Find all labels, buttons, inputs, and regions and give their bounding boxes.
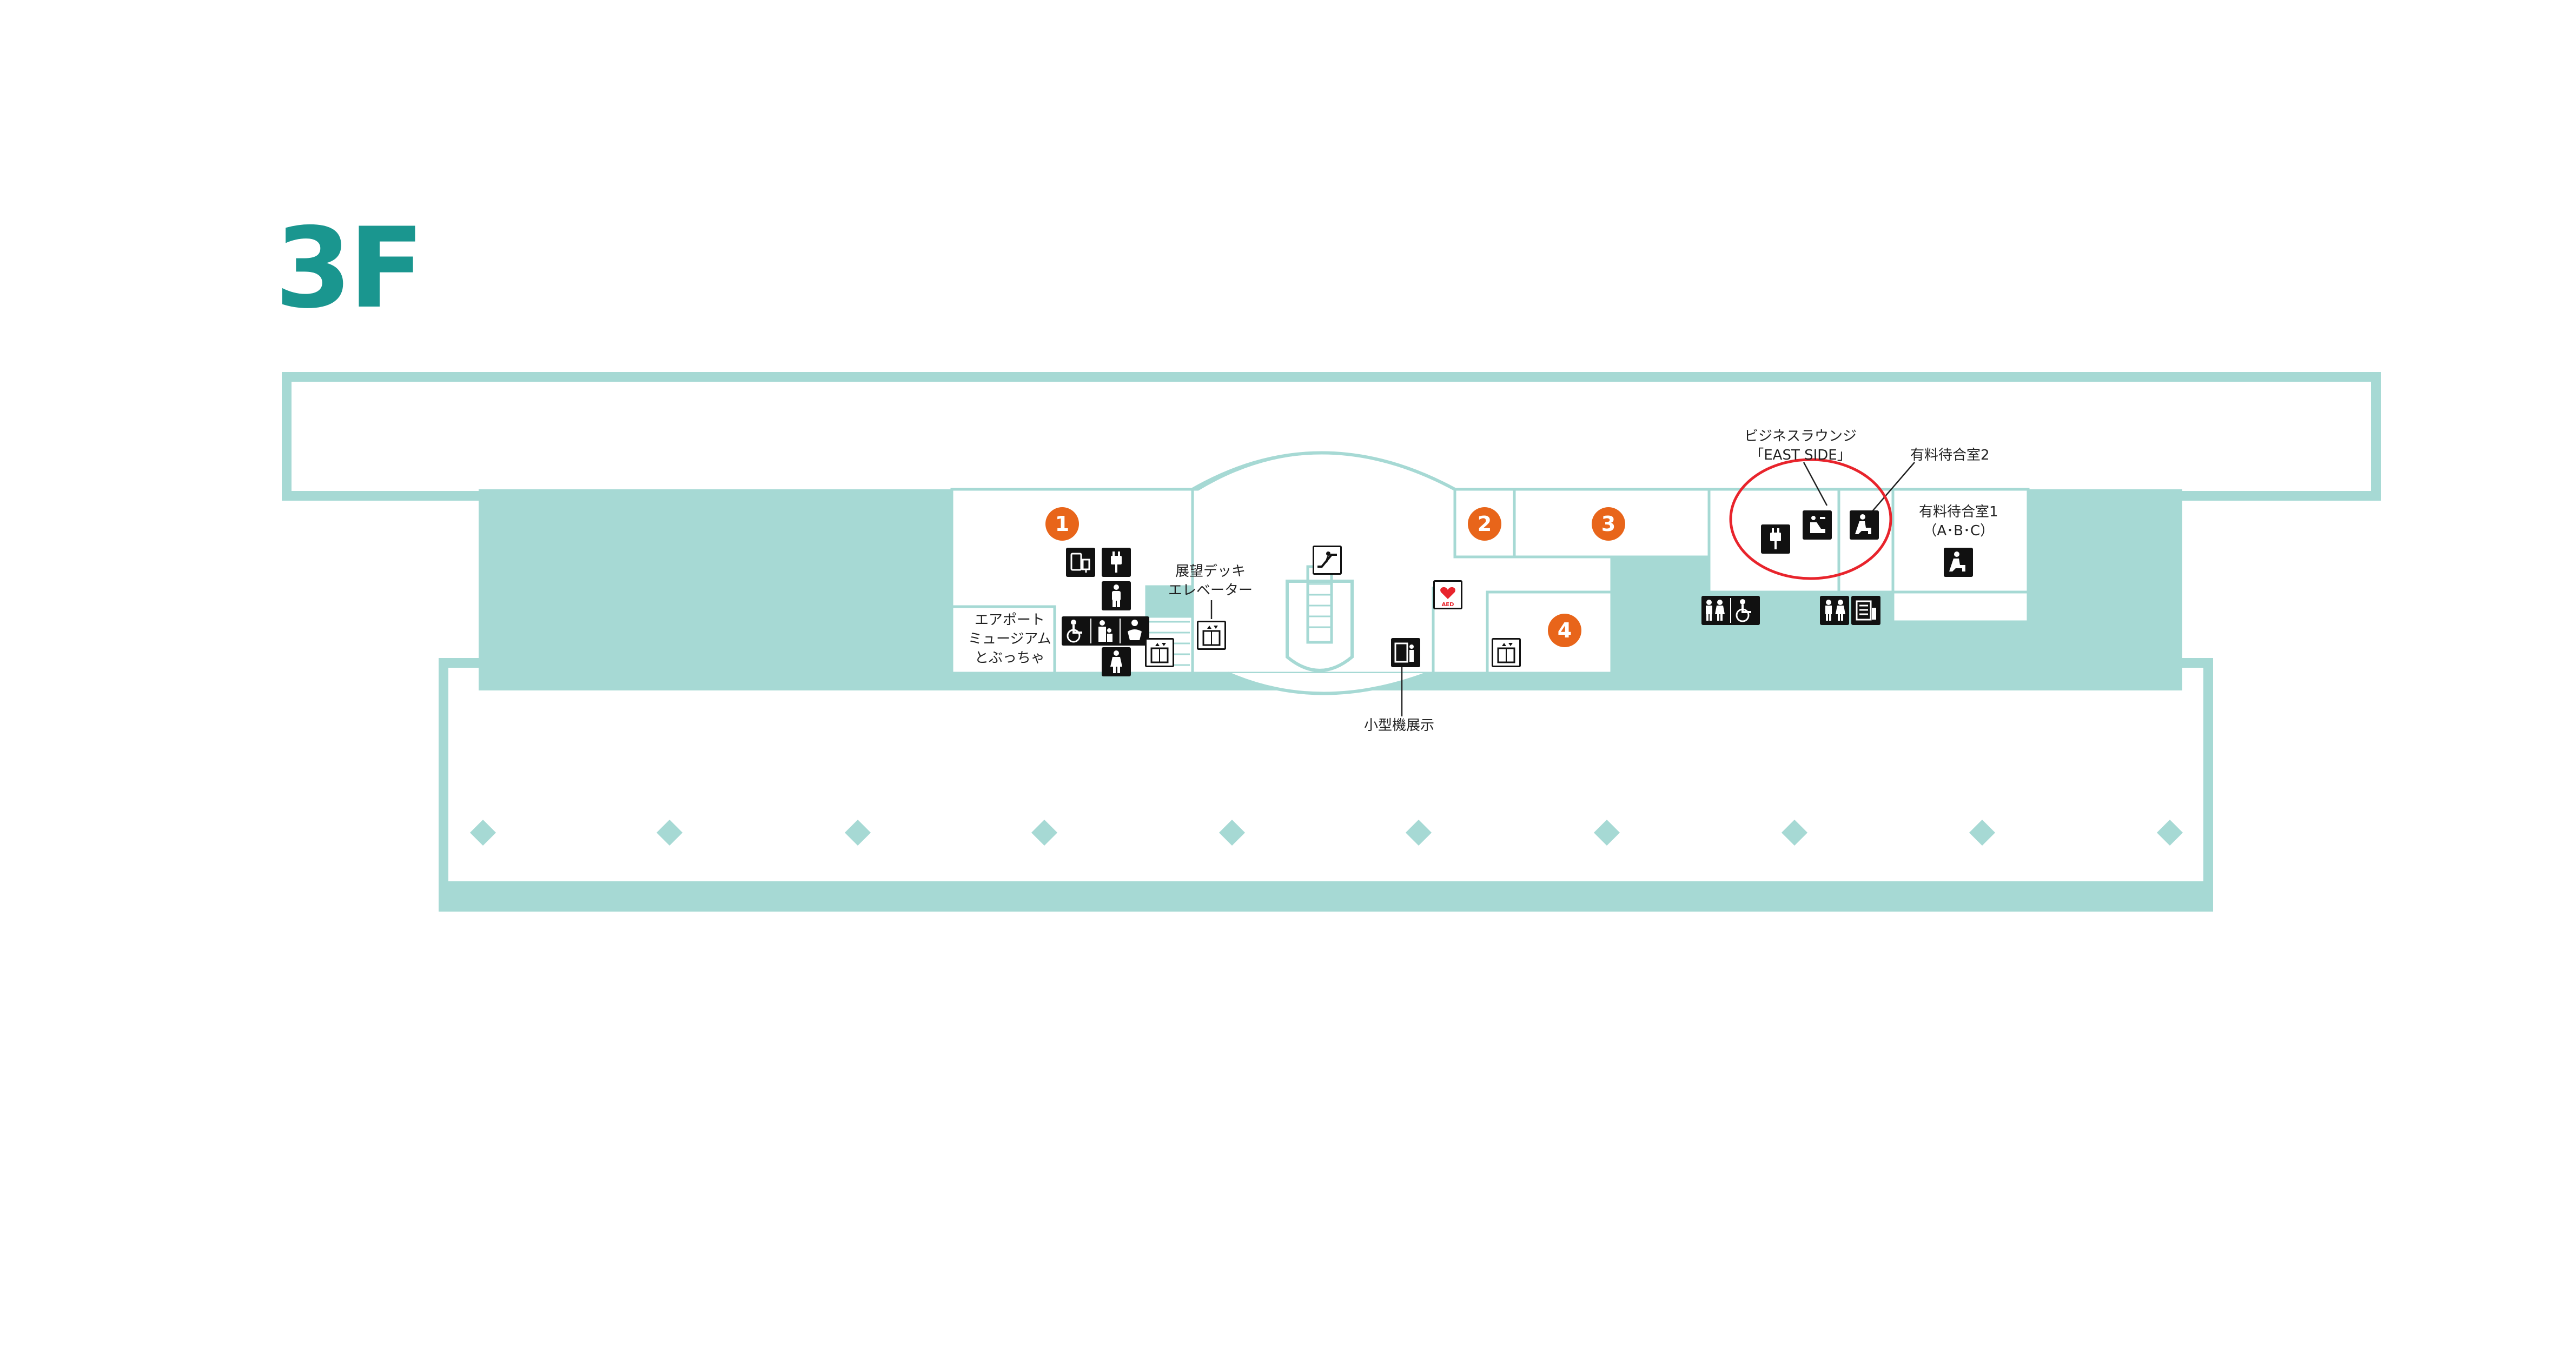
elevator-icon[interactable] — [1145, 638, 1174, 667]
mens-restroom-icon[interactable] — [1102, 581, 1131, 610]
elevator-icon-2[interactable] — [1492, 638, 1521, 667]
family-icon — [1098, 620, 1112, 642]
lounge-seat-icon[interactable] — [1803, 510, 1832, 540]
power-outlet-icon-2[interactable] — [1761, 524, 1790, 554]
room-badge-1[interactable]: 1 — [1045, 507, 1079, 541]
power-outlet-icon[interactable] — [1102, 548, 1131, 577]
phone-charging-icon[interactable] — [1066, 548, 1095, 577]
floor-title: 3F — [275, 204, 425, 333]
museum-label-line3: とぶっちゃ — [974, 650, 1045, 667]
small-aircraft-label: 小型機展示 — [1364, 717, 1435, 734]
room-badge-2[interactable]: 2 — [1468, 507, 1501, 541]
business-lounge-highlight — [1729, 458, 1892, 580]
business-lounge-label-line2: 「EAST SIDE」 — [1750, 447, 1851, 464]
aed-icon[interactable]: AED — [1433, 580, 1462, 609]
business-lounge-label-line1: ビジネスラウンジ — [1744, 428, 1857, 444]
business-lounge-label: ビジネスラウンジ 「EAST SIDE」 — [1744, 427, 1857, 465]
paid-waiting-room-2-label: 有料待合室2 — [1910, 447, 1990, 463]
pillar-markers — [469, 819, 2183, 846]
leader-lines — [1210, 462, 1915, 716]
museum-label-line2: ミュージアム — [968, 631, 1051, 648]
observation-elevator-icon[interactable] — [1197, 621, 1226, 650]
paid-waiting-room-1-label: 有料待合室1 （A･B･C） — [1919, 503, 1998, 541]
restroom-icon-2[interactable] — [1820, 596, 1849, 625]
room-badge-4[interactable]: 4 — [1548, 614, 1581, 647]
escalator-icon[interactable] — [1313, 546, 1342, 575]
museum-label-line1: エアポート — [974, 612, 1045, 628]
observation-elevator-label-line2: エレベーター — [1168, 582, 1253, 599]
observation-elevator-label-line1: 展望デッキ — [1175, 563, 1246, 580]
accessible-restroom-icon — [1067, 620, 1082, 643]
womens-restroom-icon[interactable] — [1102, 647, 1131, 676]
museum-room — [950, 605, 1056, 675]
room-badge-3[interactable]: 3 — [1592, 507, 1625, 541]
museum-label: エアポート ミュージアム とぶっちゃ — [968, 611, 1051, 668]
paid-waiting-room-1-label-line1: 有料待合室1 — [1919, 504, 1998, 520]
baby-changing-icon — [1128, 620, 1142, 640]
paid-waiting-room-1-label-line2: （A･B･C） — [1923, 523, 1995, 540]
observation-elevator-label: 展望デッキ エレベーター — [1168, 562, 1253, 600]
waiting-room-icon[interactable] — [1850, 510, 1879, 540]
waiting-room-icon-2[interactable] — [1944, 548, 1973, 577]
escalator-shaft — [1286, 565, 1354, 672]
vending-icon[interactable] — [1851, 596, 1880, 625]
lower-concourse — [439, 658, 2213, 912]
multipurpose-restroom-icon[interactable] — [1062, 616, 1149, 646]
svg-text:AED: AED — [1442, 602, 1454, 608]
information-icon[interactable] — [1391, 638, 1420, 667]
restroom-icon[interactable] — [1701, 596, 1760, 625]
